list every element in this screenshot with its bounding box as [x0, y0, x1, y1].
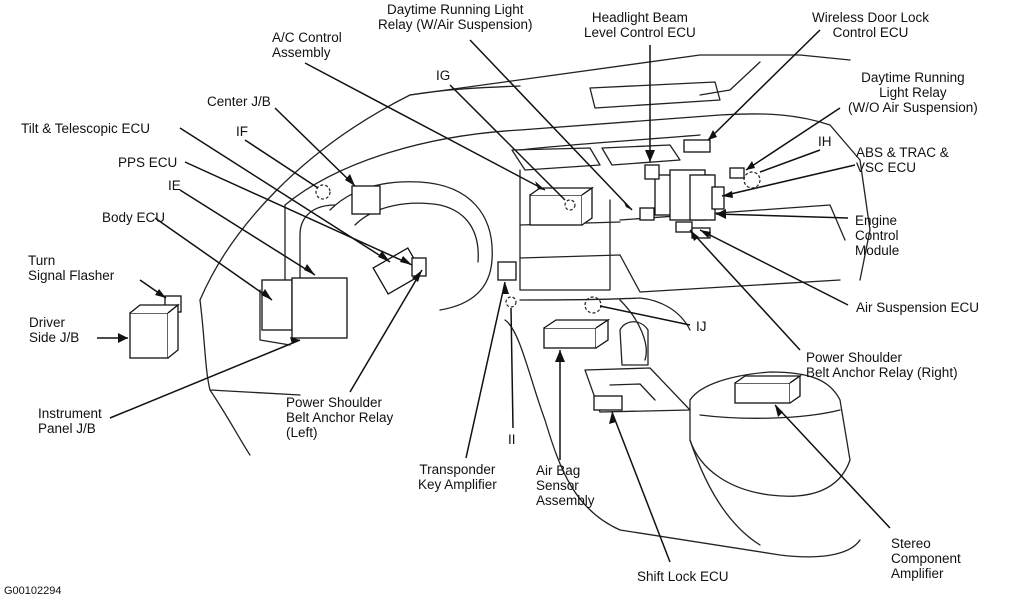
label-ij: IJ	[696, 319, 707, 334]
center-jb-box	[351, 185, 381, 215]
label-stereo: Stereo Component Amplifier	[891, 536, 961, 581]
label-body-ecu: Body ECU	[102, 210, 166, 225]
driver-jb-box	[129, 312, 169, 359]
center-stack	[519, 169, 611, 291]
leader-lines	[97, 29, 891, 563]
body-ecu-box	[261, 279, 293, 331]
label-ie: IE	[168, 178, 181, 193]
figure-id: G00102294	[4, 585, 62, 597]
instrument-jb-box	[291, 277, 348, 339]
drl-no-air-box	[729, 167, 745, 179]
arrowheads	[118, 130, 783, 424]
stereo-box	[734, 382, 791, 404]
label-shift-lock: Shift Lock ECU	[637, 569, 729, 584]
label-air-susp: Air Suspension ECU	[856, 300, 980, 315]
center-console	[504, 319, 861, 558]
wireless-lock-box	[683, 139, 711, 153]
label-tilt-ecu: Tilt & Telescopic ECU	[21, 121, 151, 136]
console-armrest	[689, 371, 851, 497]
label-abs-trac: ABS & TRAC & VSC ECU	[856, 145, 949, 175]
label-ac-control: A/C Control Assembly	[272, 30, 342, 60]
drl-relay-box	[639, 207, 655, 221]
label-instrument-jb: Instrument Panel J/B	[38, 406, 102, 436]
label-driver-jb: Driver Side J/B	[29, 315, 80, 345]
label-airbag: Air Bag Sensor Assembly	[536, 463, 595, 508]
connector-ij	[584, 296, 602, 314]
label-if: IF	[236, 124, 248, 139]
transponder-box	[497, 261, 517, 281]
label-drl-air: Daytime Running Light Relay (W/Air Suspe…	[378, 2, 533, 32]
label-wireless-lock: Wireless Door Lock Control ECU	[812, 10, 930, 40]
abs-ecu-box	[711, 186, 725, 210]
shift-lock-box	[593, 395, 623, 411]
label-drl-no-air: Daytime Running Light Relay (W/O Air Sus…	[848, 70, 978, 115]
label-ig: IG	[436, 68, 451, 83]
label-turn-flasher: Turn Signal Flasher	[28, 253, 115, 283]
label-psb-left: Power Shoulder Belt Anchor Relay (Left)	[286, 395, 394, 440]
label-pps-ecu: PPS ECU	[118, 155, 178, 170]
dash-top	[284, 113, 831, 206]
connector-ih	[743, 171, 761, 189]
connector-if	[315, 184, 331, 200]
connector-ii	[505, 296, 517, 308]
label-ih: IH	[818, 134, 832, 149]
headlight-ecu-box	[644, 164, 660, 180]
label-transponder: Transponder Key Amplifier	[418, 462, 497, 492]
airbag-box	[543, 327, 597, 349]
label-engine-ecu: Engine Control Module	[855, 213, 900, 258]
label-psb-right: Power Shoulder Belt Anchor Relay (Right)	[806, 350, 958, 380]
connector-ig	[564, 199, 576, 211]
ac-control-box	[529, 194, 583, 226]
label-headlight-beam: Headlight Beam Level Control ECU	[584, 10, 696, 40]
label-ii: II	[508, 432, 516, 447]
label-center-jb: Center J/B	[207, 94, 271, 109]
air-susp-box	[675, 221, 693, 233]
